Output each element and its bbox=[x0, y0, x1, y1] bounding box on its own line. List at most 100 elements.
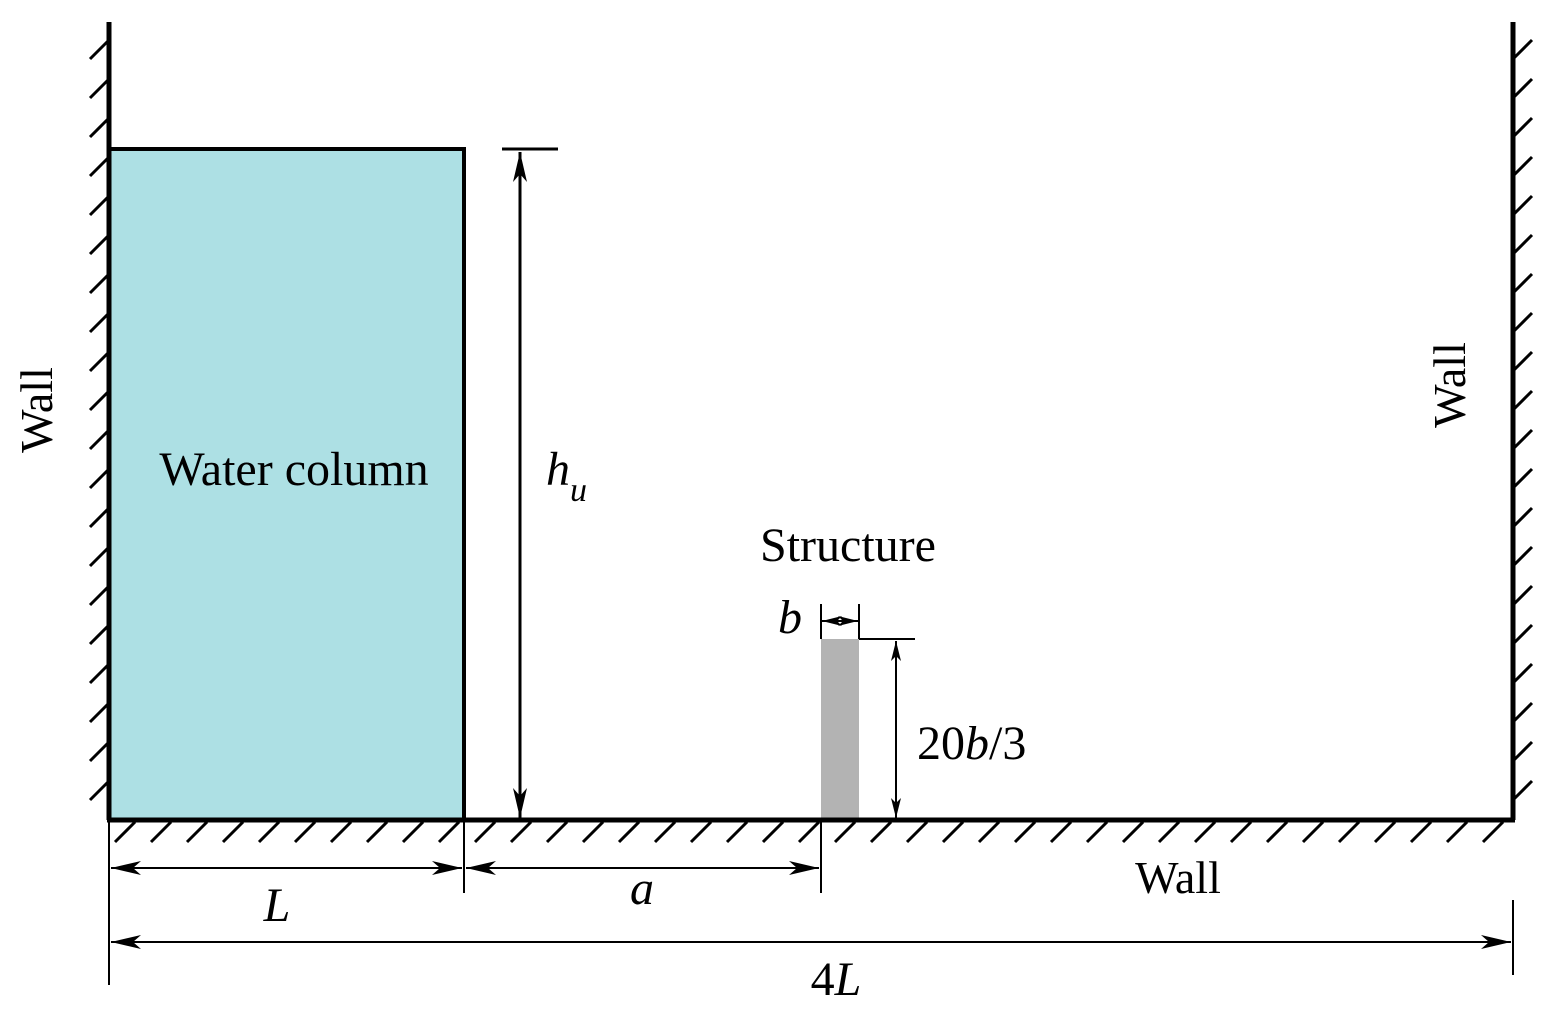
left-wall-hatch-mark bbox=[88, 389, 111, 412]
right-wall-hatch-mark bbox=[1511, 38, 1534, 61]
tank-length-label: 4L bbox=[811, 953, 862, 1006]
left-wall-hatch-mark bbox=[88, 662, 111, 685]
right-wall-hatch-mark bbox=[1511, 623, 1534, 646]
right-wall-hatch-mark bbox=[1511, 701, 1534, 724]
floor-hatch-mark bbox=[1481, 820, 1505, 844]
right-wall-hatch-mark bbox=[1511, 389, 1534, 412]
floor-hatch-mark bbox=[113, 820, 137, 844]
floor-hatch-mark bbox=[653, 820, 677, 844]
floor-hatch-mark bbox=[185, 820, 209, 844]
water-height-subscript: u bbox=[570, 472, 587, 509]
right-wall-hatch-mark bbox=[1511, 779, 1534, 802]
right-wall-hatch-mark bbox=[1511, 116, 1534, 139]
structure-height-dimension bbox=[859, 638, 915, 818]
right-wall-hatch-mark bbox=[1511, 194, 1534, 217]
floor-hatch-mark bbox=[977, 820, 1001, 844]
column-width-dimension bbox=[108, 822, 1514, 985]
left-wall-hatch-mark bbox=[88, 584, 111, 607]
floor-hatch-mark bbox=[1337, 820, 1361, 844]
floor-hatch-mark bbox=[1193, 820, 1217, 844]
floor-hatch-mark bbox=[833, 820, 857, 844]
floor-hatch-mark bbox=[725, 820, 749, 844]
structure-height-prefix: 20 bbox=[917, 717, 965, 770]
right-wall-hatch-mark bbox=[1511, 740, 1534, 763]
floor-hatch-mark bbox=[869, 820, 893, 844]
right-wall-hatch-mark bbox=[1511, 155, 1534, 178]
right-wall-hatch-mark bbox=[1511, 272, 1534, 295]
water-column-label: Water column bbox=[159, 443, 428, 496]
tank-length-var: L bbox=[834, 953, 862, 1006]
floor-hatch-mark bbox=[293, 820, 317, 844]
right-wall-hatch-mark bbox=[1511, 77, 1534, 100]
right-wall-hatch-mark bbox=[1511, 233, 1534, 256]
floor-hatch-mark bbox=[1445, 820, 1469, 844]
left-wall-hatch-mark bbox=[88, 545, 111, 568]
structure-height-var: b bbox=[965, 717, 989, 770]
floor-hatch-mark bbox=[257, 820, 281, 844]
right-wall-hatch-mark bbox=[1511, 506, 1534, 529]
floor-hatch-mark bbox=[1049, 820, 1073, 844]
right-wall-hatch-mark bbox=[1511, 467, 1534, 490]
left-wall-hatch-mark bbox=[88, 350, 111, 373]
left-wall-hatch-mark bbox=[88, 272, 111, 295]
right-wall-hatch-mark bbox=[1511, 545, 1534, 568]
floor-hatch-mark bbox=[1121, 820, 1145, 844]
structure-label: Structure bbox=[760, 519, 936, 572]
structure-width-dimension bbox=[820, 604, 860, 639]
right-wall-label: Wall bbox=[1424, 342, 1475, 428]
water-column bbox=[107, 147, 466, 822]
floor-hatch-mark bbox=[1229, 820, 1253, 844]
structure-height-suffix: /3 bbox=[989, 717, 1026, 770]
left-wall-hatch-mark bbox=[88, 740, 111, 763]
structure-width-label: b bbox=[778, 591, 802, 644]
floor-hatch-mark bbox=[221, 820, 245, 844]
floor-hatch-mark bbox=[509, 820, 533, 844]
tank-length-prefix: 4 bbox=[811, 953, 835, 1006]
gap-label: a bbox=[630, 862, 654, 915]
column-width-label: L bbox=[263, 879, 291, 932]
floor-hatch-mark bbox=[581, 820, 605, 844]
floor-hatch-mark bbox=[1301, 820, 1325, 844]
left-wall-hatch-mark bbox=[88, 467, 111, 490]
tank-walls bbox=[106, 22, 1516, 823]
right-wall-hatching bbox=[1511, 38, 1534, 802]
right-wall-hatch-mark bbox=[1511, 584, 1534, 607]
left-wall-hatch-mark bbox=[88, 701, 111, 724]
floor-hatch-mark bbox=[797, 820, 821, 844]
floor-hatch-mark bbox=[617, 820, 641, 844]
water-height-label: hu bbox=[546, 443, 587, 509]
bottom-wall-label: Wall bbox=[1135, 852, 1221, 903]
left-wall-hatch-mark bbox=[88, 506, 111, 529]
floor-hatch-mark bbox=[473, 820, 497, 844]
left-wall-hatch-mark bbox=[88, 116, 111, 139]
floor-hatching bbox=[113, 820, 1505, 844]
floor-hatch-mark bbox=[689, 820, 713, 844]
floor-hatch-mark bbox=[1157, 820, 1181, 844]
floor-hatch-mark bbox=[149, 820, 173, 844]
floor-hatch-mark bbox=[545, 820, 569, 844]
floor-hatch-mark bbox=[761, 820, 785, 844]
right-wall-hatch-mark bbox=[1511, 350, 1534, 373]
floor-hatch-mark bbox=[1265, 820, 1289, 844]
floor-hatch-mark bbox=[329, 820, 353, 844]
left-wall-label: Wall bbox=[11, 367, 62, 453]
floor-hatch-mark bbox=[1373, 820, 1397, 844]
left-wall-hatch-mark bbox=[88, 233, 111, 256]
left-wall-hatch-mark bbox=[88, 155, 111, 178]
floor-hatch-mark bbox=[437, 820, 461, 844]
right-wall-hatch-mark bbox=[1511, 311, 1534, 334]
structure bbox=[821, 639, 859, 820]
floor-hatch-mark bbox=[1085, 820, 1109, 844]
left-wall-hatch-mark bbox=[88, 428, 111, 451]
floor-hatch-mark bbox=[365, 820, 389, 844]
left-wall-hatching bbox=[88, 38, 111, 802]
left-wall-hatch-mark bbox=[88, 194, 111, 217]
structure-height-label: 20b/3 bbox=[917, 717, 1026, 770]
left-wall-hatch-mark bbox=[88, 77, 111, 100]
floor-hatch-mark bbox=[941, 820, 965, 844]
right-wall-hatch-mark bbox=[1511, 428, 1534, 451]
floor-hatch-mark bbox=[1409, 820, 1433, 844]
floor-hatch-mark bbox=[905, 820, 929, 844]
left-wall-hatch-mark bbox=[88, 38, 111, 61]
